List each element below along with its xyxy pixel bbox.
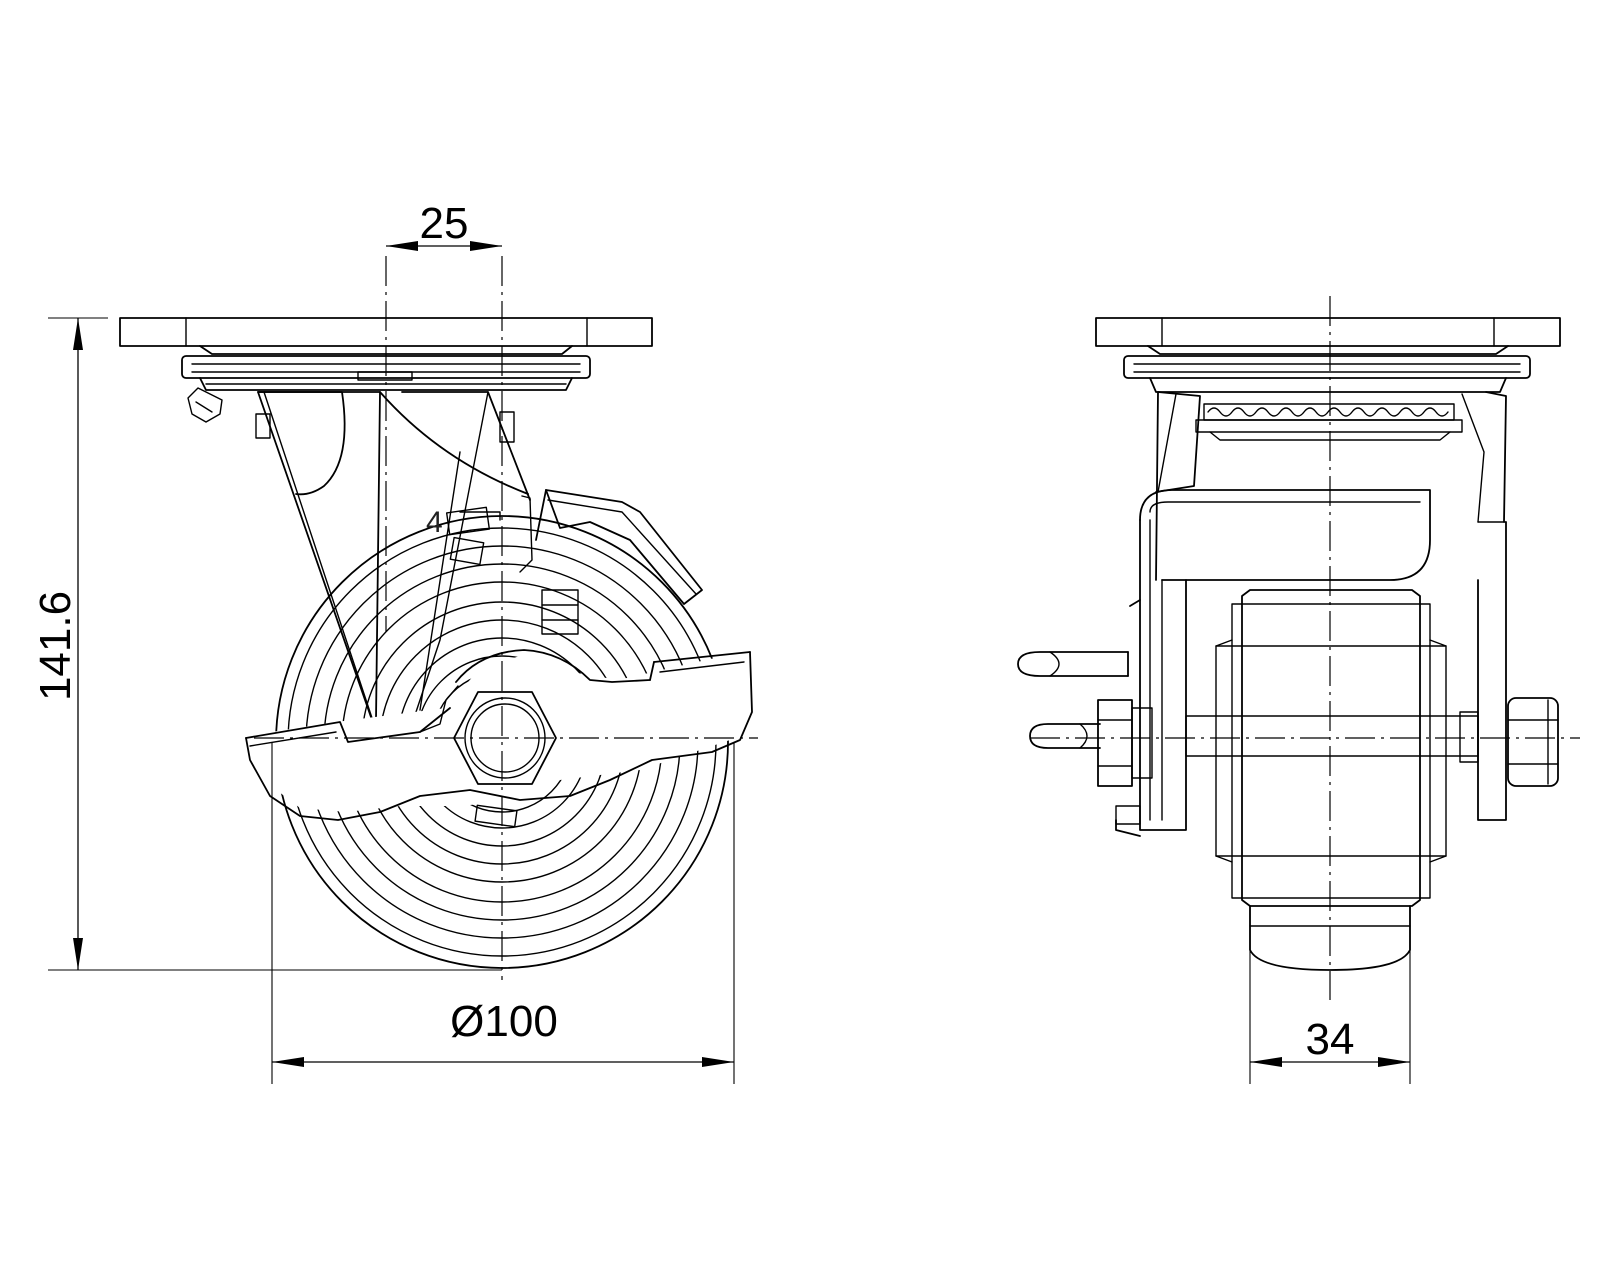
dim-diameter-label: Ø100	[450, 997, 558, 1046]
dim-height: 141.6	[31, 317, 502, 971]
front-brake-pedal	[1017, 651, 1129, 749]
front-brake-housing	[1115, 489, 1431, 837]
brake-lever	[535, 489, 703, 605]
dim-diameter: Ø100	[271, 742, 735, 1084]
front-view: 34	[1017, 296, 1580, 1084]
dim-width: 34	[1249, 906, 1411, 1084]
front-left-axle-nut	[1097, 699, 1153, 787]
grease-nipple	[187, 387, 223, 423]
front-right-axle-nut	[1507, 697, 1559, 787]
dim-offset-label: 25	[420, 199, 469, 248]
front-top-plate	[1095, 317, 1561, 347]
front-fork	[1155, 391, 1507, 821]
front-axle	[1185, 711, 1479, 763]
lower-lug	[474, 804, 518, 828]
front-raceway	[1123, 345, 1531, 393]
front-wheel	[1215, 589, 1447, 971]
dim-width-label: 34	[1306, 1015, 1355, 1064]
brake-bracket	[255, 413, 271, 439]
ball-bearings	[1195, 403, 1463, 441]
part-mark: 4	[426, 506, 443, 539]
side-view: 4 25 141.6 Ø100	[31, 199, 758, 1084]
dim-height-label: 141.6	[31, 591, 80, 701]
dim-offset: 25	[386, 199, 502, 251]
brake-shoe	[245, 649, 756, 821]
part-mark-bracket	[459, 511, 501, 521]
